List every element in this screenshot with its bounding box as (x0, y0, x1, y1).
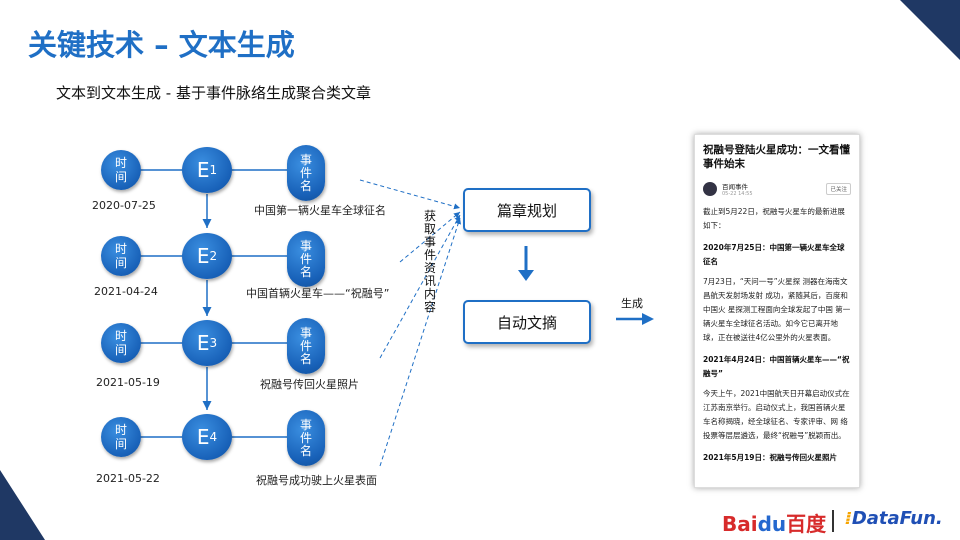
page-title: 关键技术 – 文本生成 (28, 28, 295, 62)
article-heading-3: 2021年5月19日：祝融号传回火星照片 (703, 453, 838, 462)
time-node-1: 时间 (101, 150, 141, 190)
follow-button[interactable]: 已关注 (826, 183, 851, 195)
author-name: 百闻事件 (722, 183, 748, 191)
article-paragraph-1: 7月23日，“天问一号”火星探 测器在海南文昌航天发射场发射 成功，紧随其后，百… (703, 277, 851, 342)
logo-divider (832, 510, 834, 532)
article-intro: 截止到5月22日，祝融号火星车的最新进展如下： (703, 207, 845, 230)
name-node-4: 事件名 (287, 410, 325, 466)
time-node-3: 时间 (101, 323, 141, 363)
page-subtitle: 文本到文本生成 - 基于事件脉络生成聚合类文章 (56, 84, 371, 102)
datafun-logo: ⁞DataFun. (845, 508, 943, 529)
article-author-row: 百闻事件 05-22 14:55 已关注 (703, 181, 851, 197)
generate-arrow-head (642, 313, 654, 325)
down-arrow-head (518, 270, 534, 281)
event-name-label-2: 中国首辆火星车——“祝融号” (246, 287, 390, 300)
time-node-2: 时间 (101, 236, 141, 276)
event-name-label-3: 祝融号传回火星照片 (260, 378, 359, 391)
generated-article-preview: 祝融号登陆火星成功：一文看懂事件始末 百闻事件 05-22 14:55 已关注 … (694, 134, 860, 488)
generate-label: 生成 (621, 297, 643, 310)
article-title: 祝融号登陆火星成功：一文看懂事件始末 (703, 144, 850, 170)
corner-decoration-top-right (900, 0, 960, 60)
name-node-2: 事件名 (287, 231, 325, 287)
article-heading-2: 2021年4月24日：中国首辆火星车——“祝融号” (703, 355, 850, 378)
author-date: 05-22 14:55 (722, 191, 753, 197)
article-heading-1: 2020年7月25日：中国第一辆火星车全球征名 (703, 243, 845, 266)
corner-decoration-bottom-left (0, 470, 45, 540)
name-node-3: 事件名 (287, 318, 325, 374)
avatar (703, 182, 717, 196)
date-label-2: 2021-04-24 (94, 285, 158, 298)
date-label-4: 2021-05-22 (96, 472, 160, 485)
fetch-content-label: 获取事件资讯内容 (424, 209, 437, 314)
planning-box: 篇章规划 (463, 188, 591, 232)
date-label-3: 2021-05-19 (96, 376, 160, 389)
timeline-connectors (140, 169, 287, 438)
baidu-logo: Baidu百度 (722, 512, 827, 536)
event-name-label-4: 祝融号成功驶上火星表面 (256, 474, 377, 487)
date-label-1: 2020-07-25 (92, 199, 156, 212)
summary-box: 自动文摘 (463, 300, 591, 344)
time-node-4: 时间 (101, 417, 141, 457)
name-node-1: 事件名 (287, 145, 325, 201)
event-name-label-1: 中国第一辆火星车全球征名 (254, 204, 386, 217)
article-paragraph-2: 今天上午，2021中国航天日开幕启动仪式在江苏南京举行。启动仪式上，我国首辆火星… (703, 389, 850, 440)
dashed-arrows (359, 179, 462, 467)
